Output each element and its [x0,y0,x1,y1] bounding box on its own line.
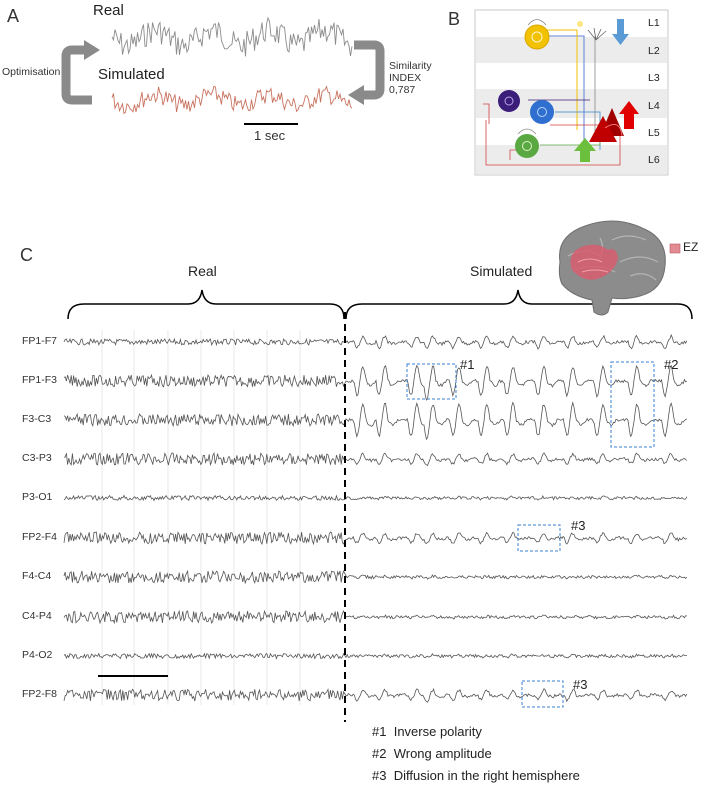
layer-label-l1: L1 [648,17,660,29]
ez-legend-swatch [669,243,681,254]
eeg-trace-p3-o1 [63,494,688,502]
panel-c-real-label: Real [188,263,217,279]
channel-label: P3-O1 [22,491,53,503]
optimisation-arrow-icon [61,40,100,105]
highlight-box-3a [517,524,561,552]
blue-input-arrow-icon [612,19,629,45]
panel-c-simulated-label: Simulated [470,263,533,279]
eeg-trace-c4-p4 [63,609,687,625]
brain-icon [558,220,666,316]
ez-label: EZ [683,240,699,254]
annotation-3a: #3 [571,518,586,533]
green-interneuron [515,134,539,158]
legend-tag-1: #1 [372,724,387,739]
channel-label: FP1-F7 [22,335,58,347]
blue-interneuron [530,100,554,124]
real-section-grid [101,330,301,705]
channel-label: C3-P3 [22,452,52,464]
green-input-arrow-icon [574,138,596,162]
highlight-box-2 [610,361,655,448]
optimisation-label: Optimisation [2,66,61,78]
eeg-traces [63,333,688,703]
similarity-index-label: Similarity INDEX 0,787 [389,60,432,96]
annotation-3b: #3 [573,677,588,692]
legend-tag-2: #2 [372,746,387,761]
panel-b-letter: B [448,9,461,29]
legend-item-3: #3 Diffusion in the right hemisphere [372,768,580,783]
layer-label-l4: L4 [648,100,660,112]
layer-label-l3: L3 [648,72,660,84]
legend-text-1: Inverse polarity [393,724,482,739]
channel-label: P4-O2 [22,649,53,661]
panel-a-real-label: Real [93,2,124,19]
real-brace [67,289,345,320]
purple-interneuron [498,90,520,112]
similarity-arrow-icon [348,40,385,105]
panel-a-simulated-label: Simulated [98,66,165,83]
legend-item-1: #1 Inverse polarity [372,724,482,739]
eeg-trace-fp2-f4 [63,531,688,546]
legend-item-2: #2 Wrong amplitude [372,746,492,761]
eeg-trace-c3-p3 [63,451,688,467]
panel-b-diagram [474,9,669,176]
eeg-trace-fp1-f3 [63,364,688,401]
legend-text-2: Wrong amplitude [393,746,492,761]
legend-text-3: Diffusion in the right hemisphere [393,768,580,783]
layer-label-l6: L6 [648,154,660,166]
simulated-brace [345,289,693,320]
yellow-interneuron [524,24,550,50]
eeg-trace-f3-c3 [63,401,688,441]
eeg-trace-p4-o2 [63,652,687,660]
channel-label: C4-P4 [22,610,52,622]
layer-label-l2: L2 [648,45,660,57]
channel-label: F3-C3 [22,413,52,425]
panel-a-scale-label: 1 sec [254,128,286,143]
eeg-trace-f4-c4 [63,569,688,585]
channel-label: FP2-F8 [22,688,58,700]
panel-a-letter: A [7,6,20,26]
channel-label: F4-C4 [22,570,52,582]
eeg-trace-fp1-f7 [63,333,688,350]
channel-label: FP1-F3 [22,374,58,386]
layer-label-l5: L5 [648,127,660,139]
pyramidal-cell-front [589,116,617,142]
similarity-line-1: Similarity [389,60,432,72]
annotation-2: #2 [664,357,679,372]
panel-a-real-trace [111,16,353,57]
legend-tag-3: #3 [372,768,387,783]
panel-a-simulated-trace [111,85,353,115]
highlight-box-1 [406,363,457,400]
red-output-arrow-icon [619,101,639,129]
similarity-line-2: INDEX [389,72,422,84]
highlight-box-3b [521,680,564,708]
annotation-1: #1 [460,357,475,372]
eeg-trace-fp2-f8 [63,687,688,703]
similarity-line-3: 0,787 [389,84,416,96]
panel-c-letter: C [20,245,33,265]
channel-label: FP2-F4 [22,531,58,543]
